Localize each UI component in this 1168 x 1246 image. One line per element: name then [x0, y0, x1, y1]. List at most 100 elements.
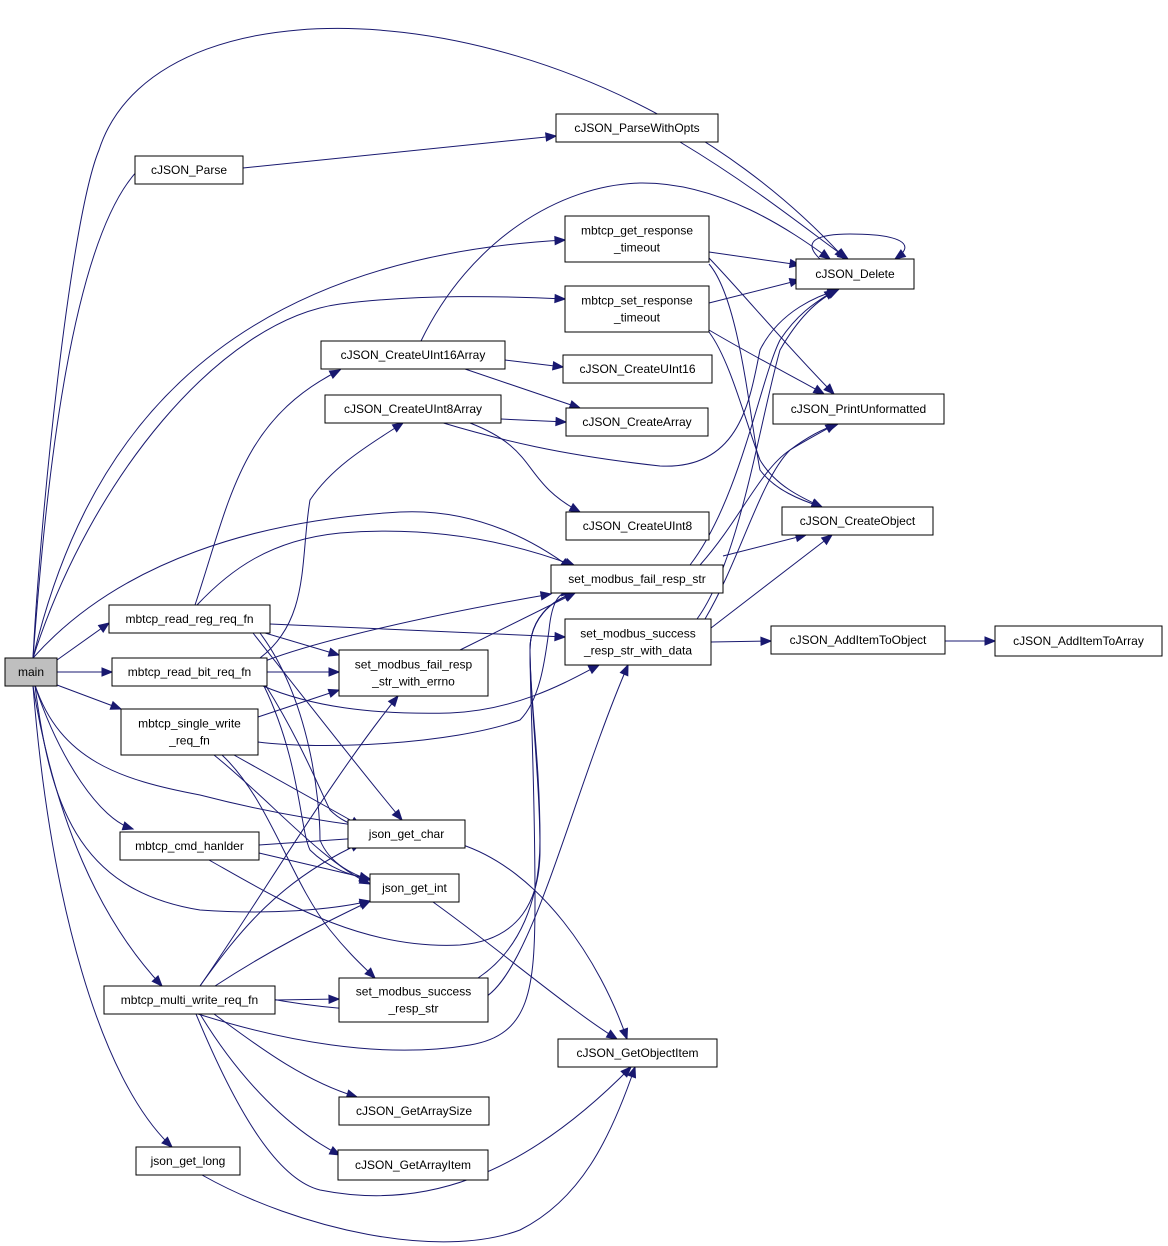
edge-cjson_createuint8array-to-cjson_createarray: [500, 416, 568, 427]
edge-set_fail_errno-to-set_fail_resp: [459, 592, 577, 651]
node-label: cJSON_AddItemToArray: [1013, 634, 1144, 648]
node-cjson-additemtoobject[interactable]: cJSON_AddItemToObject: [770, 625, 946, 655]
node-mbtcp-set-resp[interactable]: mbtcp_set_response_timeout: [564, 285, 710, 333]
edge-main-to-mbtcp_read_bit: [57, 667, 114, 677]
edge-mbtcp_single_write-to-set_fail_errno: [257, 688, 341, 718]
node-label: cJSON_CreateObject: [800, 514, 916, 528]
edge-mbtcp_read_bit-to-cjson_createuint8array: [259, 422, 405, 659]
edge-mbtcp_read_bit-to-set_success_data: [262, 664, 601, 714]
edge-mbtcp_multi_write-to-json_get_int: [214, 900, 372, 987]
node-label: cJSON_CreateUInt8: [583, 519, 693, 533]
node-cjson-parsewithopts[interactable]: cJSON_ParseWithOpts: [555, 113, 719, 143]
edge-mbtcp_read_bit-to-json_get_int: [263, 685, 372, 882]
node-cjson-printunformatted[interactable]: cJSON_PrintUnformatted: [772, 393, 945, 425]
node-mbtcp-read-reg[interactable]: mbtcp_read_reg_req_fn: [108, 604, 271, 634]
edge-mbtcp_single_write-to-json_get_char: [233, 754, 363, 827]
node-label: _timeout: [613, 311, 661, 325]
node-label: json_get_int: [381, 881, 447, 895]
edge-set_fail_resp-to-cjson_createobject: [722, 533, 808, 557]
edge-mbtcp_multi_write-to-set_fail_errno: [199, 694, 399, 987]
edge-cjson_createuint8array-to-cjson_createuint8: [469, 422, 582, 513]
edge-mbtcp_multi_write-to-cjson_getarrayitem: [199, 1013, 342, 1156]
node-cjson-getarrayitem[interactable]: cJSON_GetArrayItem: [337, 1149, 489, 1181]
edge-json_get_long-to-cjson_getobjectitem: [201, 1065, 637, 1243]
edge-main-to-cjson_parse: [32, 160, 150, 659]
edge-cjson_parse-to-cjson_parsewithopts: [242, 132, 558, 169]
edge-mbtcp_read_reg-to-set_success_data: [269, 623, 567, 642]
node-label: cJSON_GetArraySize: [356, 1104, 472, 1118]
node-label: mbtcp_get_response: [581, 224, 693, 238]
node-set-success-data[interactable]: set_modbus_success_resp_str_with_data: [564, 618, 712, 666]
node-cjson-createuint16[interactable]: cJSON_CreateUInt16: [562, 354, 713, 384]
edge-mbtcp_cmd_handler-to-json_get_int: [258, 852, 372, 882]
node-mbtcp-cmd-handler[interactable]: mbtcp_cmd_hanlder: [119, 831, 260, 861]
node-cjson-delete[interactable]: cJSON_Delete: [795, 258, 915, 290]
node-cjson-getarraysize[interactable]: cJSON_GetArraySize: [338, 1096, 490, 1126]
node-set-fail-errno[interactable]: set_modbus_fail_resp_str_with_errno: [338, 649, 489, 697]
edge-mbtcp_single_write-to-json_get_int: [213, 754, 372, 885]
node-label: _timeout: [613, 241, 661, 255]
node-cjson-createuint8[interactable]: cJSON_CreateUInt8: [565, 511, 710, 541]
node-json-get-int[interactable]: json_get_int: [369, 873, 460, 903]
node-label: cJSON_CreateUInt16Array: [341, 348, 486, 362]
nodes-layer: main cJSON_Parse cJSON_ParseWithOpts cJSON_…: [4, 113, 1163, 1181]
edge-mbtcp_multi_write-to-cjson_getarraysize: [213, 1013, 359, 1099]
edge-set_fail_resp-to-cjson_printunformatted: [699, 423, 838, 566]
node-cjson-createarray[interactable]: cJSON_CreateArray: [565, 407, 709, 437]
edge-main-to-mbtcp_set_resp: [32, 293, 567, 659]
node-label: cJSON_CreateArray: [582, 415, 691, 429]
edge-mbtcp_cmd_handler-to-json_get_char: [258, 833, 363, 846]
edge-mbtcp_read_reg-to-set_fail_resp: [196, 530, 577, 606]
edge-cjson_additemtoobject-to-cjson_additemtoarray: [945, 636, 997, 646]
node-label: mbtcp_cmd_hanlder: [135, 839, 244, 853]
edge-cjson_createuint16array-to-cjson_delete: [420, 182, 832, 342]
edge-json_get_int-to-cjson_getobjectitem: [432, 901, 619, 1040]
node-label: json_get_long: [150, 1154, 226, 1168]
node-set-fail-resp[interactable]: set_modbus_fail_resp_str: [550, 564, 724, 594]
edge-set_success_data-to-cjson_createobject: [710, 534, 834, 629]
node-cjson-createobject[interactable]: cJSON_CreateObject: [781, 506, 934, 536]
edge-mbtcp_read_reg-to-json_get_char: [252, 632, 403, 822]
edge-set_success_data-to-cjson_delete: [696, 289, 840, 620]
edge-mbtcp_set_resp-to-cjson_printunformatted: [708, 329, 826, 395]
node-label: _resp_str: [387, 1002, 438, 1016]
node-mbtcp-read-bit[interactable]: mbtcp_read_bit_req_fn: [111, 657, 268, 687]
node-main[interactable]: main: [4, 657, 58, 687]
node-cjson-additemtoarray[interactable]: cJSON_AddItemToArray: [994, 625, 1163, 657]
node-mbtcp-multi-write[interactable]: mbtcp_multi_write_req_fn: [103, 985, 276, 1015]
node-json-get-char[interactable]: json_get_char: [347, 819, 466, 849]
edge-mbtcp_single_write-to-set_success: [221, 754, 376, 979]
edge-set_success_data-to-cjson_additemtoobject: [710, 636, 773, 646]
node-label: cJSON_GetObjectItem: [576, 1046, 698, 1060]
edge-cjson_createuint16array-to-cjson_createuint16: [504, 359, 565, 371]
node-label: mbtcp_single_write: [138, 717, 241, 731]
edge-main-to-mbtcp_read_reg: [56, 622, 111, 661]
node-json-get-long[interactable]: json_get_long: [135, 1146, 241, 1176]
edge-main-to-set_fail_resp: [32, 511, 573, 659]
node-set-success[interactable]: set_modbus_success _resp_str: [338, 977, 489, 1023]
edge-mbtcp_read_bit-to-set_fail_errno: [267, 667, 341, 677]
edge-mbtcp_read_bit-to-json_get_char: [265, 685, 363, 829]
edge-main-to-mbtcp_multi_write: [32, 685, 163, 987]
node-cjson-createuint8array[interactable]: cJSON_CreateUInt8Array: [324, 394, 502, 424]
node-cjson-createuint16array[interactable]: cJSON_CreateUInt16Array: [320, 340, 506, 370]
node-label: set_modbus_fail_resp: [355, 658, 473, 672]
edge-main-to-mbtcp_cmd_handler: [34, 685, 135, 831]
node-mbtcp-get-resp[interactable]: mbtcp_get_response _timeout: [564, 215, 710, 263]
node-label: cJSON_PrintUnformatted: [791, 402, 926, 416]
node-label: cJSON_GetArrayItem: [355, 1158, 471, 1172]
edge-mbtcp_get_resp-to-cjson_delete: [708, 251, 802, 269]
node-label: mbtcp_read_reg_req_fn: [125, 612, 253, 626]
edge-mbtcp_read_reg-to-set_fail_errno: [254, 629, 341, 657]
edge-mbtcp_set_resp-to-cjson_delete: [708, 278, 802, 304]
node-label: main: [18, 665, 44, 679]
node-label: cJSON_CreateUInt16: [579, 362, 695, 376]
node-label: cJSON_AddItemToObject: [790, 633, 927, 647]
node-mbtcp-single-write[interactable]: mbtcp_single_write_req_fn: [120, 708, 259, 756]
node-label: set_modbus_success: [356, 985, 471, 999]
node-cjson-getobjectitem[interactable]: cJSON_GetObjectItem: [557, 1038, 718, 1068]
edge-cjson_delete-to-cjson_delete: [811, 233, 907, 260]
node-cjson-parse[interactable]: cJSON_Parse: [134, 155, 244, 185]
node-label: mbtcp_multi_write_req_fn: [121, 993, 258, 1007]
